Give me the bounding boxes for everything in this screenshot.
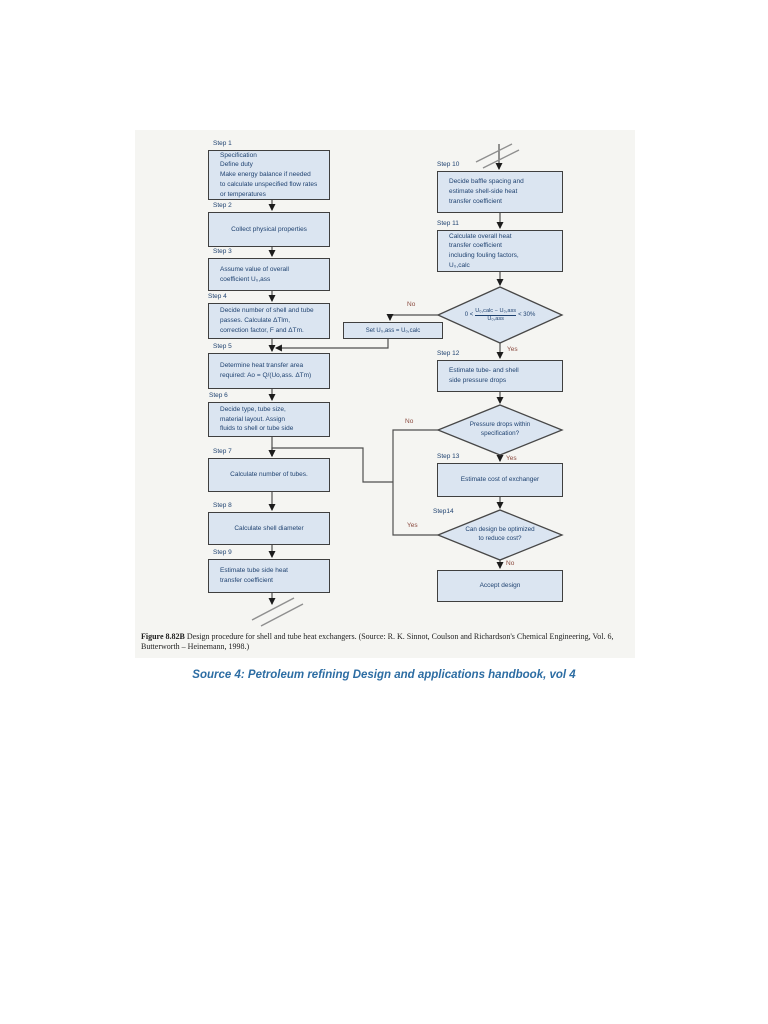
decision-2-yes-label: Yes <box>506 455 517 462</box>
step-2-box: Collect physical properties <box>208 212 330 247</box>
main-flow-arrows <box>268 144 504 606</box>
step-7-label: Step 7 <box>213 448 232 455</box>
step-12-label: Step 12 <box>437 350 460 357</box>
step-8-label: Step 8 <box>213 502 232 509</box>
accept-design-box: Accept design <box>437 570 563 602</box>
step-9-label: Step 9 <box>213 549 232 556</box>
step-8-box: Calculate shell diameter <box>208 512 330 545</box>
formula-prefix: 0 < <box>464 311 474 318</box>
step-5-label: Step 5 <box>213 343 232 350</box>
step-13-box: Estimate cost of exchanger <box>437 463 563 497</box>
figure-caption: Figure 8.82B Design procedure for shell … <box>141 632 631 653</box>
step-14-label: Step14 <box>433 508 454 515</box>
set-uass-equals-ucalc-box: Set U₀,ass = U₀,calc <box>343 322 443 339</box>
step-3-label: Step 3 <box>213 248 232 255</box>
decision-1-no-label: No <box>407 301 416 308</box>
step-7-box: Calculate number of tubes. <box>208 458 330 492</box>
figure-caption-label: Figure 8.82B <box>141 632 185 641</box>
decision-3-no-label: No <box>506 560 515 567</box>
step-11-label: Step 11 <box>437 220 459 227</box>
decision-pressure-diamond <box>436 404 564 456</box>
formula-fraction: U₀,calc − U₀,ass U₀,ass <box>475 307 517 323</box>
step-1-label: Step 1 <box>213 140 232 147</box>
step-2-label: Step 2 <box>213 202 232 209</box>
off-page-connector-top <box>475 143 520 169</box>
decision-1-yes-label: Yes <box>507 346 518 353</box>
decision-ratio-text: 0 < U₀,calc − U₀,ass U₀,ass < 30% <box>438 302 562 328</box>
source-note: Source 4: Petroleum refining Design and … <box>192 669 576 681</box>
step-4-label: Step 4 <box>208 293 227 300</box>
formula-numerator: U₀,calc − U₀,ass <box>475 307 517 314</box>
figure-caption-text: Design procedure for shell and tube heat… <box>141 632 614 652</box>
step-6-box: Decide type, tube size,material layout. … <box>208 402 330 437</box>
formula-denominator: U₀,ass <box>475 314 517 323</box>
figure-8-82b: Step 1 Step 2 Step 3 Step 4 Step 5 Step … <box>135 130 635 658</box>
step-13-label: Step 13 <box>437 453 460 460</box>
formula-suffix: < 30% <box>518 311 536 318</box>
step-6-label: Step 6 <box>209 392 228 399</box>
off-page-connector-bottom <box>251 597 304 627</box>
decision-optimize-diamond <box>436 509 564 561</box>
decision-2-no-label: No <box>405 418 414 425</box>
decision-3-yes-label: Yes <box>407 522 418 529</box>
feedback-loops <box>268 314 438 536</box>
step-10-label: Step 10 <box>437 161 460 168</box>
